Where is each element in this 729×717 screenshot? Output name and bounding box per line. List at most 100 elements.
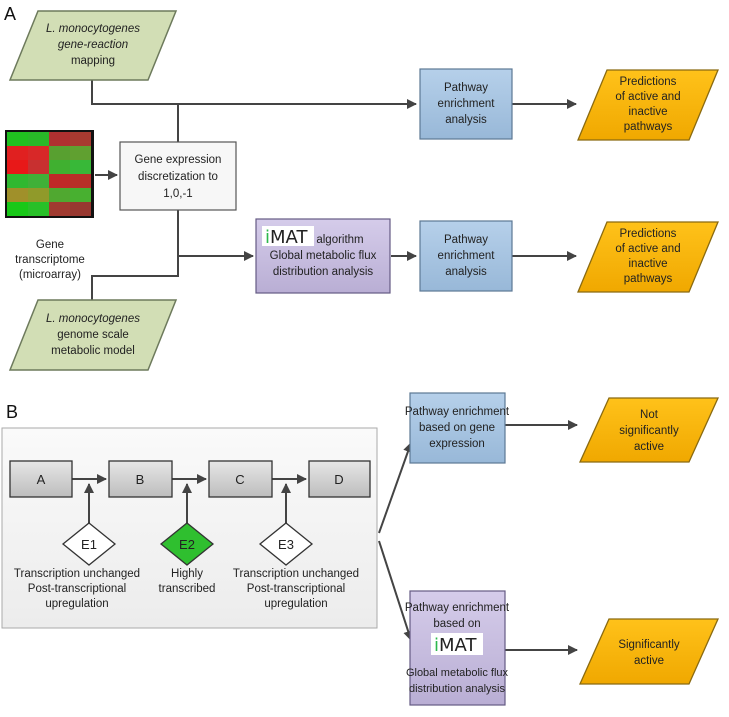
transcriptome-line3: (microarray) xyxy=(19,269,81,281)
prediction1-line3: inactive xyxy=(629,106,668,118)
model-organism: L. monocytogenes xyxy=(46,313,140,325)
mapping-organism: L. monocytogenes xyxy=(46,23,140,35)
gene-expression-enrichment-node: Pathway enrichment based on gene express… xyxy=(405,392,510,464)
node-a: A xyxy=(9,460,73,498)
pathway2-line3: analysis xyxy=(445,266,487,278)
imat-algorithm-node: iMAT algorithm Global metabolic flux dis… xyxy=(255,218,391,294)
heatmap-cell xyxy=(70,188,91,202)
discretization-node: Gene expression discretization to 1,0,-1 xyxy=(119,141,237,211)
prediction1-line2: of active and xyxy=(615,91,680,103)
heatmap-cell xyxy=(70,174,91,188)
heatmap-cell xyxy=(28,132,49,146)
discretization-line1: Gene expression xyxy=(135,154,222,166)
node-d-label: D xyxy=(334,472,343,487)
heatmap-cell xyxy=(28,174,49,188)
heatmap-cell xyxy=(70,160,91,174)
heatmap-cell xyxy=(7,146,28,160)
pathway1-line2: enrichment xyxy=(438,98,496,110)
transcriptome-line2: transcriptome xyxy=(15,254,85,266)
imat-logo: iMAT xyxy=(265,227,308,248)
node-a-label: A xyxy=(37,472,46,487)
e1-caption-line3: upregulation xyxy=(45,598,108,610)
e2-caption-line2: transcribed xyxy=(159,583,216,595)
gene-enrich-line2: based on gene xyxy=(419,422,495,434)
node-c: C xyxy=(208,460,273,498)
sig-line1: Significantly xyxy=(618,639,680,651)
model-line3: metabolic model xyxy=(51,345,135,357)
heatmap-cell xyxy=(28,146,49,160)
heatmap-cell xyxy=(7,202,28,216)
gene-reaction-mapping-node: L. monocytogenes gene-reaction mapping xyxy=(8,10,178,81)
node-b: B xyxy=(108,460,173,498)
imat-enrich-line1: Pathway enrichment xyxy=(405,602,510,614)
e3-caption-line3: upregulation xyxy=(264,598,327,610)
node-d: D xyxy=(308,460,371,498)
heatmap-cell xyxy=(49,132,70,146)
significant-node: Significantly active xyxy=(578,618,720,685)
pathway1-line1: Pathway xyxy=(444,82,488,94)
e2-caption-line1: Highly xyxy=(171,568,203,580)
imat-line3: distribution analysis xyxy=(273,266,374,278)
enzyme-e3-label: E3 xyxy=(278,537,294,552)
microarray-heatmap xyxy=(5,130,94,218)
imat-enrichment-node: Pathway enrichment based on iMAT Global … xyxy=(405,590,510,706)
prediction1-line1: Predictions xyxy=(620,76,677,88)
not-sig-line2: significantly xyxy=(619,425,679,437)
enzyme-e1-label: E1 xyxy=(81,537,97,552)
not-sig-line3: active xyxy=(634,441,664,453)
prediction2-line1: Predictions xyxy=(620,228,677,240)
prediction-node-1: Predictions of active and inactive pathw… xyxy=(577,69,719,141)
heatmap-cell xyxy=(49,188,70,202)
pathway2-line2: enrichment xyxy=(438,250,496,262)
heatmap-cell xyxy=(49,146,70,160)
mapping-line2: gene-reaction xyxy=(58,39,128,51)
prediction2-line2: of active and xyxy=(615,243,680,255)
pathway-enrichment-node-1: Pathway enrichment analysis xyxy=(419,68,513,140)
imat-line1: algorithm xyxy=(316,234,363,246)
mapping-line3: mapping xyxy=(71,55,115,67)
gene-enrich-line1: Pathway enrichment xyxy=(405,406,510,418)
panel-a-connectors xyxy=(91,78,577,300)
transcriptome-line1: Gene xyxy=(36,239,64,251)
panel-b-label: B xyxy=(6,402,18,422)
heatmap-cell xyxy=(28,202,49,216)
pathway-enrichment-node-2: Pathway enrichment analysis xyxy=(419,220,513,292)
heatmap-cell xyxy=(7,132,28,146)
heatmap-cell xyxy=(7,174,28,188)
e3-caption-line2: Post-transcriptional xyxy=(247,583,345,595)
not-significant-node: Not significantly active xyxy=(578,397,720,463)
sig-line2: active xyxy=(634,655,664,667)
imat-enrich-line3: Global metabolic flux xyxy=(406,667,509,679)
not-sig-line1: Not xyxy=(640,409,659,421)
imat-enrich-line2: based on xyxy=(433,618,480,630)
imat-line2: Global metabolic flux xyxy=(270,250,377,262)
heatmap-cell xyxy=(28,188,49,202)
node-c-label: C xyxy=(235,472,244,487)
heatmap-cell xyxy=(49,160,70,174)
prediction1-line4: pathways xyxy=(624,121,673,133)
heatmap-cell xyxy=(70,146,91,160)
imat-enrich-logo: iMAT xyxy=(434,635,477,656)
heatmap-cell xyxy=(49,174,70,188)
enzyme-e3: E3 xyxy=(258,522,314,566)
heatmap-cell xyxy=(70,202,91,216)
panel-b-connectors xyxy=(72,420,578,655)
metabolic-model-node: L. monocytogenes genome scale metabolic … xyxy=(8,299,178,371)
heatmap-cell xyxy=(49,202,70,216)
e1-caption-line2: Post-transcriptional xyxy=(28,583,126,595)
pathway2-line1: Pathway xyxy=(444,234,488,246)
pathway1-line3: analysis xyxy=(445,114,487,126)
prediction2-line4: pathways xyxy=(624,273,673,285)
enzyme-e2-label: E2 xyxy=(179,537,195,552)
model-line2: genome scale xyxy=(57,329,129,341)
prediction-node-2: Predictions of active and inactive pathw… xyxy=(577,221,719,293)
imat-enrich-line4: distribution analysis xyxy=(409,683,505,695)
e1-caption-line1: Transcription unchanged xyxy=(14,568,140,580)
enzyme-e1: E1 xyxy=(61,522,117,566)
node-b-label: B xyxy=(136,472,145,487)
panel-a-label: A xyxy=(4,4,16,24)
gene-enrich-line3: expression xyxy=(429,438,485,450)
discretization-line3: 1,0,-1 xyxy=(163,188,192,200)
enzyme-e2: E2 xyxy=(159,522,215,566)
